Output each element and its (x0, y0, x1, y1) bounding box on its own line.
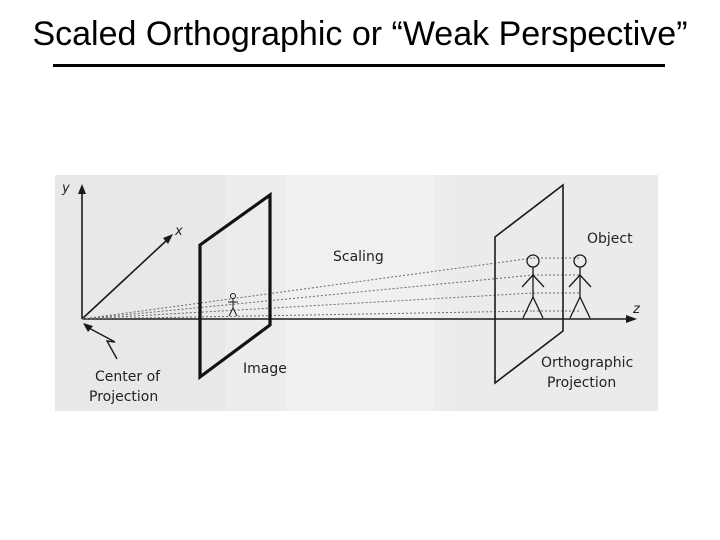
y-axis-arrowhead (78, 184, 86, 194)
z-axis-arrowhead (626, 315, 637, 323)
projection-ray (81, 292, 534, 320)
orthographic-plane (494, 183, 564, 385)
orthographic-label-line1: Orthographic (541, 355, 633, 371)
orthographic-label-line2: Projection (547, 375, 616, 391)
object-figure-icon (568, 254, 592, 319)
object-label: Object (587, 231, 633, 247)
x-axis-line (81, 239, 168, 320)
image-figure-icon (228, 293, 238, 317)
image-plane (198, 191, 272, 381)
image-label: Image (243, 361, 287, 377)
z-axis-label: z (632, 302, 641, 317)
center-pointer-icon (86, 326, 118, 360)
scan-shade-mid (285, 175, 435, 411)
center-label-line1: Center of (95, 369, 161, 385)
projected-figure-icon (521, 254, 545, 319)
center-label-line2: Projection (89, 389, 158, 405)
x-axis-label: x (174, 224, 183, 239)
scan-shade-right (455, 175, 658, 411)
projection-diagram-svg: y x z Scaling Image (55, 175, 658, 411)
scaling-label: Scaling (333, 249, 384, 265)
y-axis-label: y (61, 181, 70, 196)
projection-diagram: y x z Scaling Image (55, 175, 658, 411)
x-axis-arrowhead (163, 234, 173, 244)
slide-title: Scaled Orthographic or “Weak Perspective… (32, 15, 688, 53)
projection-ray (81, 274, 534, 320)
projection-ray (81, 310, 534, 320)
scan-shade-left (55, 175, 225, 411)
title-underline (53, 64, 665, 67)
projection-rays (81, 257, 580, 320)
center-pointer-arrowhead (83, 323, 93, 332)
